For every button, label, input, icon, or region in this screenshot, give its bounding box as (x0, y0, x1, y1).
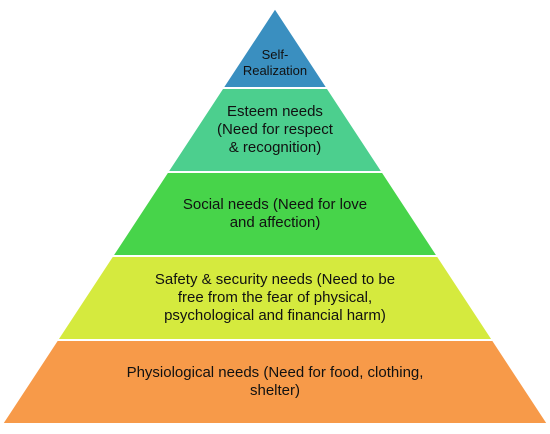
tier-label-physiological-needs: Physiological needs (Need for food, clot… (0, 364, 550, 400)
tier-label-line: psychological and financial harm) (164, 307, 386, 324)
tier-label-line: Self- (261, 47, 289, 62)
tier-label-line: Realization (242, 62, 308, 78)
tier-label-line: Social needs (Need for love (182, 196, 368, 213)
tier-label-line: and affection) (229, 214, 321, 231)
tier-label-line: Physiological needs (Need for food, clot… (126, 364, 424, 381)
tier-label-line: (Need for respect (217, 121, 333, 138)
tier-label-self-realization: Self-Realization (0, 47, 550, 78)
tier-physiological-needs (0, 339, 550, 425)
tier-label-line: & recognition) (228, 139, 322, 156)
tier-label-esteem-needs: Esteem needs(Need for respect& recogniti… (0, 103, 550, 157)
tier-label-line: free from the fear of physical, (177, 289, 373, 306)
tier-label-line: Safety & security needs (Need to be (154, 271, 396, 288)
tier-label-line: shelter) (249, 382, 301, 399)
tier-label-line: Esteem needs (227, 103, 323, 120)
